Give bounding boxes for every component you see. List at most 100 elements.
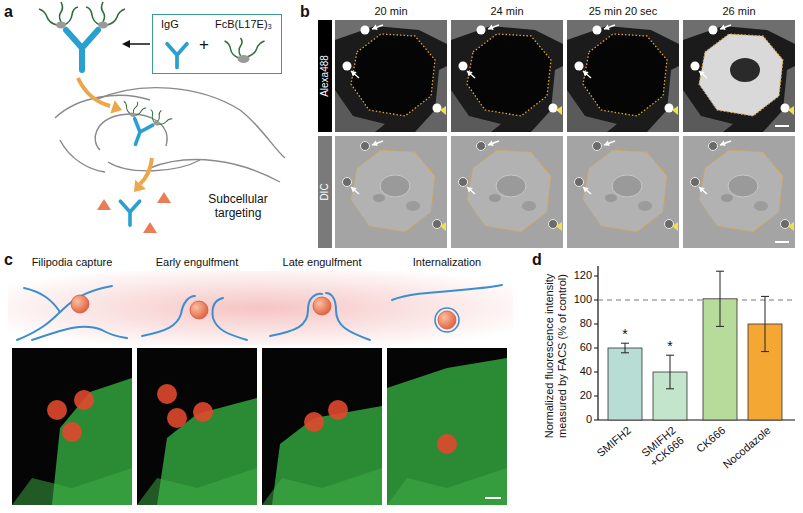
fcb-domain: [129, 112, 136, 118]
panel-letter: a: [4, 2, 13, 21]
panel-c-illustration: [8, 271, 513, 505]
peptide-fiber: [39, 9, 57, 25]
cell-outline: [583, 34, 667, 116]
dic-image: [567, 136, 679, 248]
cell-membrane: [55, 88, 285, 182]
cell-texture: [638, 201, 652, 211]
axis-tick: [594, 372, 598, 373]
membrane-line: [212, 298, 247, 340]
peptide-fiber: [225, 41, 239, 58]
confocal-image: [262, 348, 382, 505]
dic-image: [335, 136, 447, 248]
reagent-name: IgG: [161, 18, 179, 31]
confocal-image: [137, 348, 257, 505]
dic-image: [451, 136, 563, 248]
bead: [343, 62, 352, 71]
igg-icon: [167, 44, 187, 68]
error-bar: [716, 326, 724, 327]
bead: [709, 142, 718, 151]
target-cell: [351, 150, 435, 232]
cell-region: [387, 358, 507, 505]
cell-texture: [406, 201, 420, 211]
category-label: CK666: [694, 424, 728, 456]
cell-texture: [605, 194, 617, 202]
nucleus: [612, 175, 642, 197]
bead: [709, 26, 718, 35]
error-bar: [621, 343, 629, 344]
peptide-fiber: [147, 110, 159, 123]
cargo-triangle: [143, 222, 157, 233]
cell-membrane: [60, 140, 105, 172]
target-cell: [583, 150, 667, 232]
bead: [781, 104, 790, 113]
stage-label: Internalization: [413, 256, 482, 269]
panel-letter: b: [300, 2, 310, 21]
cell-membrane: [150, 160, 280, 182]
tick-label: 80: [580, 317, 592, 330]
arrow-head: [134, 180, 146, 192]
confocal-image: [12, 348, 132, 505]
bead: [343, 178, 352, 187]
confocal-image: [387, 348, 507, 505]
process-arrow: [78, 78, 110, 106]
error-bar: [670, 355, 671, 389]
peptide-fiber: [133, 101, 139, 113]
antibody-icon: [111, 97, 173, 153]
arrow-head: [351, 71, 357, 77]
target-cell: [699, 150, 783, 232]
bead: [304, 412, 324, 432]
scale-bar: [775, 241, 789, 243]
nucleus: [380, 175, 410, 197]
membrane-line: [17, 286, 112, 340]
axis-tick: [594, 324, 598, 325]
error-bar: [621, 352, 629, 353]
cell-region: [12, 468, 132, 505]
yellow-arrowhead: [788, 106, 794, 115]
yellow-arrowhead: [440, 106, 446, 115]
axis-tick: [594, 420, 598, 421]
bead: [593, 142, 602, 151]
time-label: 20 min: [374, 5, 407, 18]
cell-outline: [699, 34, 783, 116]
axis-tick: [594, 300, 598, 301]
membrane-line: [32, 327, 127, 340]
panel-a-illustration: [39, 2, 285, 233]
peptide-fiber: [102, 2, 105, 22]
time-label: 26 min: [722, 5, 755, 18]
step-label: Subcellular targeting: [193, 192, 283, 221]
bead: [433, 220, 442, 229]
axis-title: Normalized fluorescence intensity measur…: [543, 258, 569, 454]
bead: [477, 142, 486, 151]
cell-membrane: [95, 88, 285, 158]
reagent-box: IgG+FcB(L17E)₃: [152, 14, 282, 74]
yellow-arrowhead: [672, 222, 678, 231]
stage-label: Early engulfment: [156, 256, 239, 269]
axis-tick: [594, 396, 598, 397]
target-cell: [467, 150, 551, 232]
error-bar: [765, 296, 766, 351]
bead: [74, 390, 94, 410]
bead: [157, 384, 177, 404]
panel-d-chart: [594, 266, 795, 420]
bead: [665, 104, 674, 113]
dic-image: [683, 136, 795, 248]
error-bar: [666, 355, 674, 356]
cell-region: [262, 468, 382, 505]
tick-label: 0: [586, 413, 592, 426]
peptide-fiber: [120, 101, 133, 114]
dic-image: [683, 136, 795, 248]
tick-label: 60: [580, 341, 592, 354]
cell-texture: [522, 201, 536, 211]
bead: [477, 26, 486, 35]
pointer-arrow: [699, 187, 707, 194]
time-label: 25 min 20 sec: [589, 5, 657, 18]
antibody-icon: [120, 201, 139, 225]
arrow-head: [110, 100, 122, 113]
peptide-fiber: [86, 7, 100, 25]
bead: [47, 400, 67, 420]
peptide-fiber: [64, 7, 78, 25]
engulfment-stage: [142, 296, 247, 340]
bar: [608, 348, 642, 420]
igg-icon: [167, 44, 187, 68]
